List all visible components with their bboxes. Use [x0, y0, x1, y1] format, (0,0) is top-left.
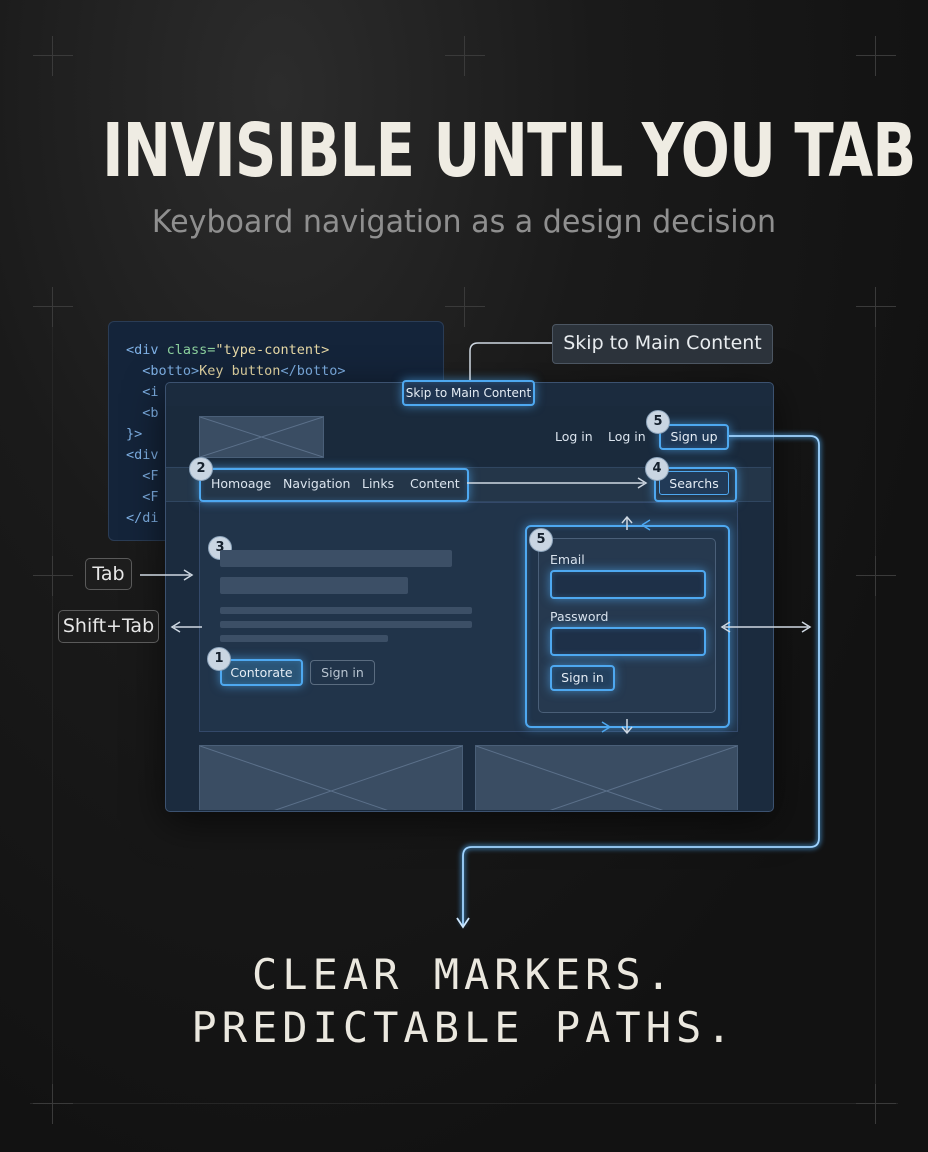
- logo-placeholder: [199, 416, 324, 458]
- crosshair-marker: [856, 1084, 896, 1124]
- crosshair-marker: [856, 287, 896, 327]
- crosshair-marker: [445, 287, 485, 327]
- text-skeleton: [220, 635, 388, 642]
- focus-order-badge: 4: [645, 457, 669, 481]
- code-line: <botto>Key button</botto>: [126, 363, 346, 379]
- signin-submit-button[interactable]: Sign in: [550, 665, 615, 691]
- guide-line: [30, 1103, 898, 1104]
- nav-item-homepage[interactable]: Homoage: [211, 476, 272, 491]
- search-focus-ring: [654, 467, 737, 502]
- text-skeleton: [220, 621, 472, 628]
- focus-order-badge: 2: [189, 457, 213, 481]
- focus-order-badge: 1: [207, 647, 231, 671]
- crosshair-marker: [856, 556, 896, 596]
- image-placeholder: [199, 745, 463, 810]
- heading-skeleton: [220, 550, 452, 567]
- closing-line-2: PREDICTABLE PATHS.: [191, 1003, 737, 1052]
- primary-action-button[interactable]: Contorate: [220, 659, 303, 686]
- closing-line-1: CLEAR MARKERS.: [251, 950, 676, 999]
- subheadline: Keyboard navigation as a design decision: [151, 204, 777, 240]
- code-line: <F: [126, 489, 159, 505]
- focus-order-badge: 5: [646, 410, 670, 434]
- nav-item-content[interactable]: Content: [410, 476, 460, 491]
- email-field[interactable]: [550, 570, 706, 599]
- code-line: </di: [126, 510, 159, 526]
- code-line: <F: [126, 468, 159, 484]
- crosshair-marker: [445, 36, 485, 76]
- nav-item-links[interactable]: Links: [362, 476, 395, 491]
- heading-skeleton: [220, 577, 408, 594]
- code-line: <div class="type-content>: [126, 342, 330, 358]
- crosshair-marker: [33, 287, 73, 327]
- skip-link-focused[interactable]: Skip to Main Content: [402, 380, 535, 406]
- login-link-secondary[interactable]: Log in: [608, 429, 646, 444]
- password-field[interactable]: [550, 627, 706, 656]
- crosshair-marker: [33, 1084, 73, 1124]
- guide-line: [875, 300, 876, 1110]
- tab-key-label: Tab: [85, 558, 132, 590]
- code-line: <b: [126, 405, 159, 421]
- secondary-signin-button[interactable]: Sign in: [310, 660, 375, 685]
- code-line: <i: [126, 384, 159, 400]
- focus-order-badge: 5: [529, 528, 553, 552]
- login-link[interactable]: Log in: [555, 429, 593, 444]
- guide-line: [52, 300, 53, 1110]
- nav-item-navigation[interactable]: Navigation: [283, 476, 351, 491]
- headline: INVISIBLE UNTIL YOU TAB: [102, 108, 916, 194]
- text-skeleton: [220, 607, 472, 614]
- nav-focus-group: [199, 468, 469, 502]
- crosshair-marker: [856, 36, 896, 76]
- shift-tab-key-label: Shift+Tab: [58, 610, 159, 643]
- crosshair-marker: [33, 556, 73, 596]
- skip-link-callout: Skip to Main Content: [552, 324, 773, 364]
- password-label: Password: [550, 609, 609, 624]
- crosshair-marker: [33, 36, 73, 76]
- email-label: Email: [550, 552, 585, 567]
- search-button[interactable]: Searchs: [659, 471, 729, 495]
- code-line: <div: [126, 447, 159, 463]
- image-placeholder: [475, 745, 738, 810]
- code-line: }>: [126, 426, 143, 442]
- signup-button[interactable]: Sign up: [659, 424, 729, 450]
